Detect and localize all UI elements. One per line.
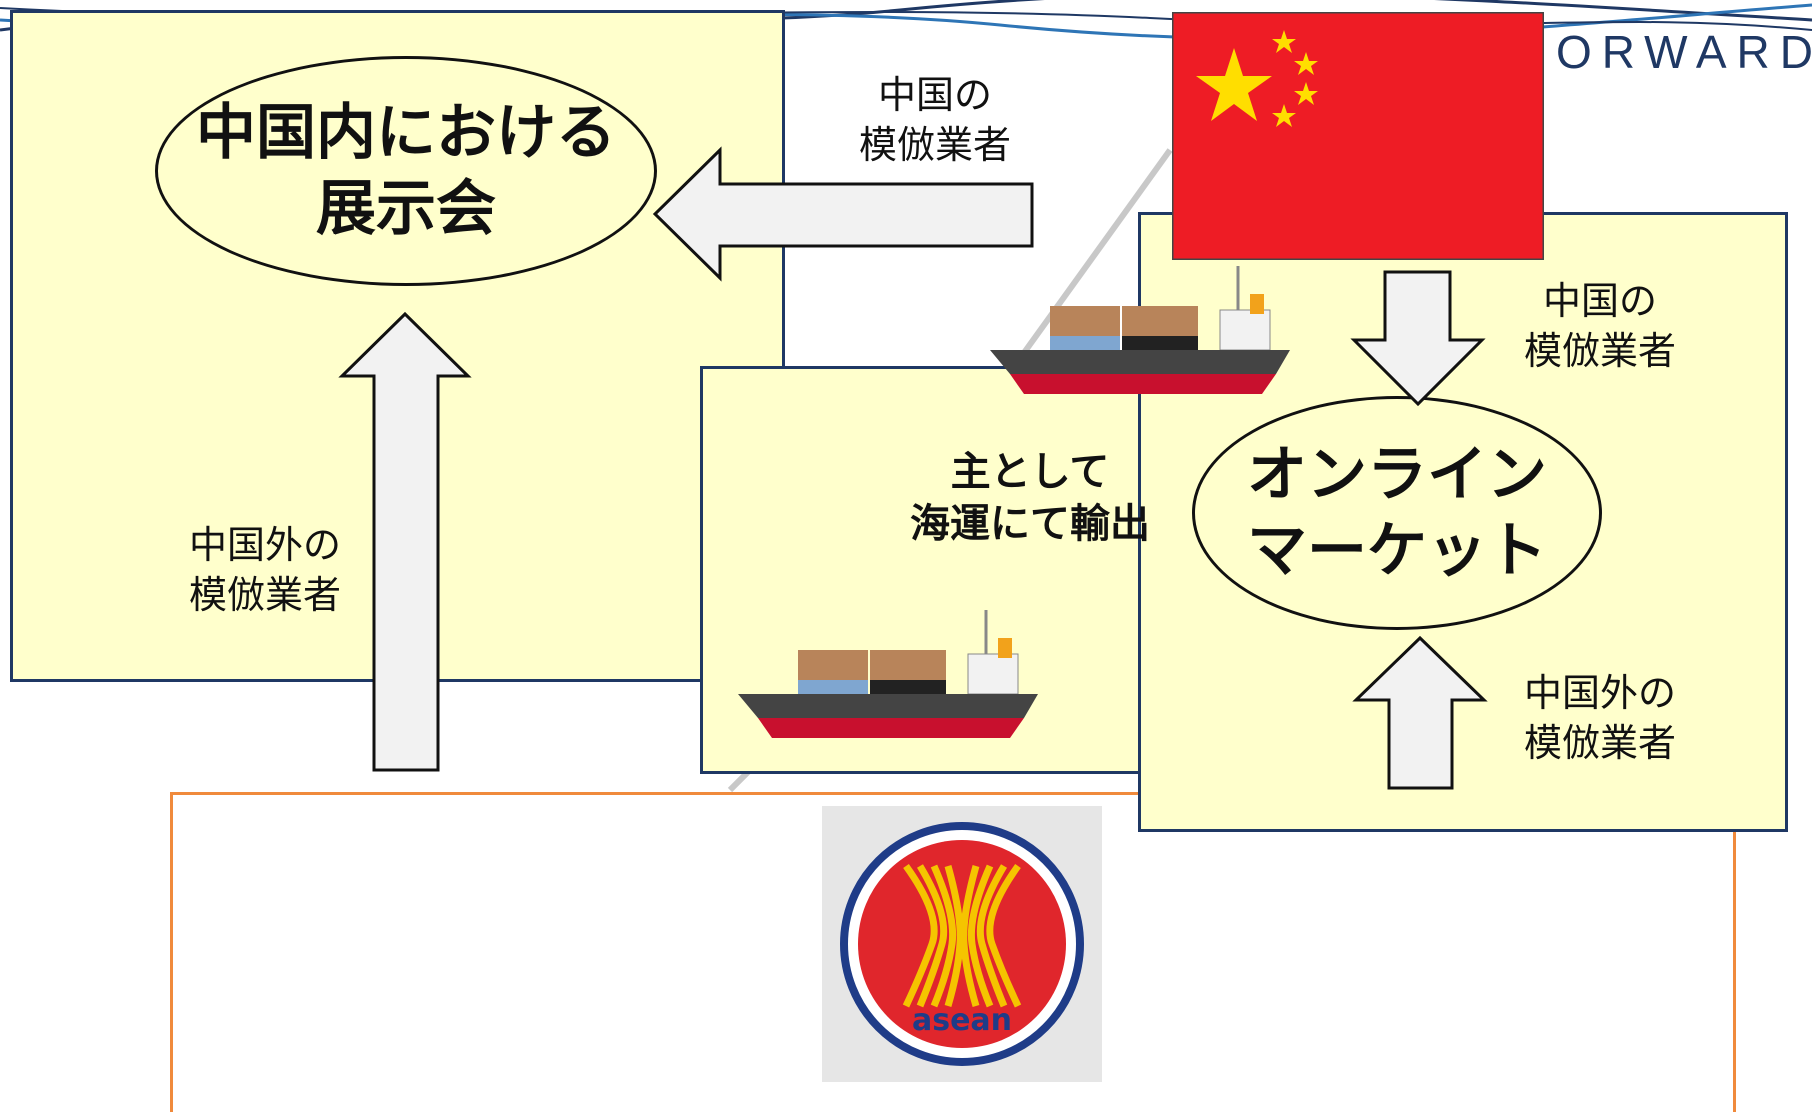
domestic-exhibition-node: 中国内における 展示会 xyxy=(155,56,657,286)
asean-region-box xyxy=(170,792,1736,1112)
online-market-label: オンライン マーケット xyxy=(1247,440,1547,586)
cargo-ship-icon xyxy=(990,266,1290,394)
logo: ORWARD xyxy=(1556,22,1812,82)
logo-text: ORWARD xyxy=(1556,26,1812,78)
asean-logo-icon: asean xyxy=(840,822,1084,1066)
asean-emblem: asean xyxy=(822,806,1102,1082)
overseas-counterfeiters-left: 中国外の 模倣業者 xyxy=(188,523,341,617)
cargo-ship-icon xyxy=(738,610,1038,738)
shipping-label: 主として 海運にて輸出 xyxy=(910,449,1150,547)
china-flag xyxy=(1172,12,1544,260)
domestic-exhibition-label: 中国内における 展示会 xyxy=(196,98,616,244)
china-counterfeiters-right: 中国の 模倣業者 xyxy=(1523,279,1676,373)
online-market-node: オンライン マーケット xyxy=(1192,396,1602,630)
asean-logo-text: asean xyxy=(912,1003,1012,1038)
overseas-counterfeiters-right: 中国外の 模倣業者 xyxy=(1523,671,1676,765)
china-counterfeiters-top: 中国の 模倣業者 xyxy=(858,73,1011,167)
